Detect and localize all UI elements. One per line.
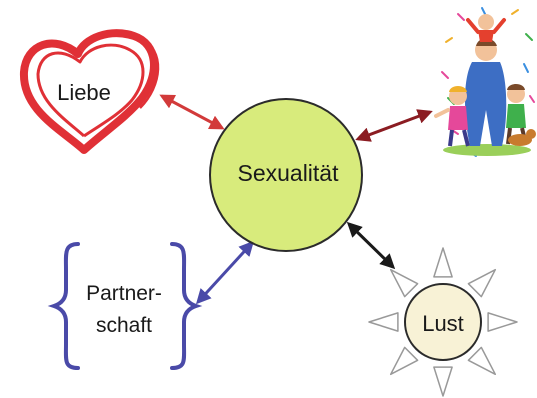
arrow-liebe xyxy=(159,94,225,130)
sun-rays xyxy=(368,247,518,397)
partnerschaft-label-line2: schaft xyxy=(95,314,153,337)
sun-ray xyxy=(433,366,453,397)
family-clipart-icon xyxy=(434,7,536,157)
arrow-lust xyxy=(346,221,396,270)
center-node-label: Sexualität xyxy=(237,160,339,186)
sun-ray xyxy=(368,312,399,332)
sun-ray xyxy=(467,346,497,376)
sun-ray xyxy=(467,268,497,298)
arrow-familie xyxy=(355,109,433,142)
arrow-partnerschaft xyxy=(195,240,255,305)
liebe-label: Liebe xyxy=(57,80,111,105)
sun-ray xyxy=(487,312,518,332)
lust-label: Lust xyxy=(422,311,464,336)
curly-braces-icon xyxy=(47,242,203,370)
sun-ray xyxy=(389,268,419,298)
sun-ray xyxy=(433,247,453,278)
sun-ray xyxy=(389,346,419,376)
left-brace xyxy=(47,242,80,370)
sun-core xyxy=(404,283,482,361)
partnerschaft-label: Partner- schaft xyxy=(66,278,182,342)
right-brace xyxy=(170,242,203,370)
heart-icon xyxy=(19,29,160,154)
center-node xyxy=(209,98,363,252)
sun-icon xyxy=(368,247,518,397)
partnerschaft-label-line1: Partner- xyxy=(86,282,162,305)
